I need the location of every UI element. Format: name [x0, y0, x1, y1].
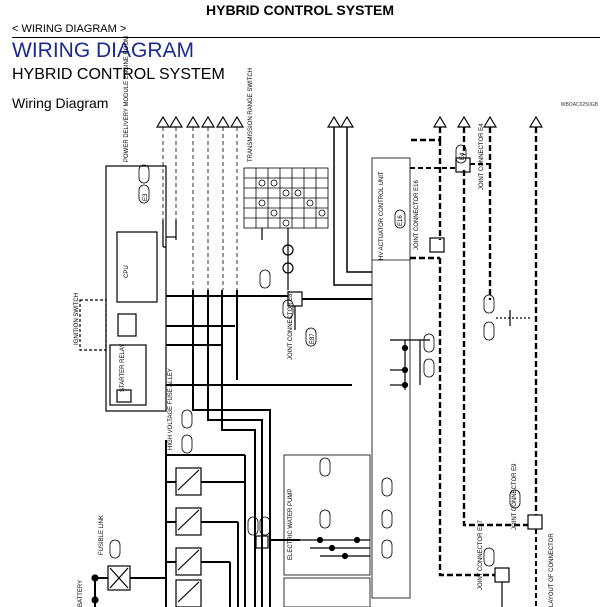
label-joint-e9: JOINT CONNECTOR E9 [512, 463, 518, 530]
label-e3-tag: E3 [143, 193, 149, 201]
label-e4-tag: E4 [460, 152, 466, 160]
label-transmission: TRANSMISSION RANGE SWITCH [248, 68, 254, 162]
label-battery: BATTERY [78, 580, 84, 607]
transmission-switch-grid [243, 167, 329, 229]
label-hv-fuse: HIGH VOLTAGE FUSE ALLEY [168, 368, 174, 450]
label-pdm: POWER DELIVERY MODULE ENGINE ROOM [124, 36, 130, 162]
label-hv-actuator: HV ACTUATOR CONTROL UNIT [379, 171, 385, 260]
top-title: HYBRID CONTROL SYSTEM [206, 2, 394, 18]
section-title: Wiring Diagram [12, 95, 109, 111]
fuse-column [175, 467, 202, 607]
header-divider [12, 37, 600, 38]
label-joint-e87: JOINT CONNECTOR E87 [288, 290, 294, 360]
label-water-pump: ELECTRIC WATER PUMP [288, 489, 294, 560]
label-layout: LAYOUT OF CONNECTOR [549, 533, 555, 607]
page-title: WIRING DIAGRAM [12, 39, 194, 62]
breadcrumb[interactable]: < WIRING DIAGRAM > [12, 23, 127, 35]
pdm-box [105, 165, 167, 412]
label-e16-tag: E16 [398, 215, 404, 226]
starter-relay-box [109, 344, 147, 406]
label-joint-e16: JOINT CONNECTOR E16 [414, 180, 420, 250]
label-cpu: CPU [124, 265, 130, 278]
label-ignition: IGNITION SWITCH [74, 293, 80, 345]
cpu-box [116, 231, 158, 303]
diagram-code: WBOAC0250GB [560, 102, 598, 108]
label-fusible: FUSIBLE LINK [99, 515, 105, 555]
label-joint-e4: JOINT CONNECTOR E4 [479, 123, 485, 190]
label-e87-tag: E87 [310, 333, 316, 344]
label-joint-e17: JOINT CONNECTOR E17 [478, 520, 484, 590]
page-subtitle: HYBRID CONTROL SYSTEM [12, 66, 225, 83]
label-starter: STARTER RELAY [120, 344, 126, 392]
